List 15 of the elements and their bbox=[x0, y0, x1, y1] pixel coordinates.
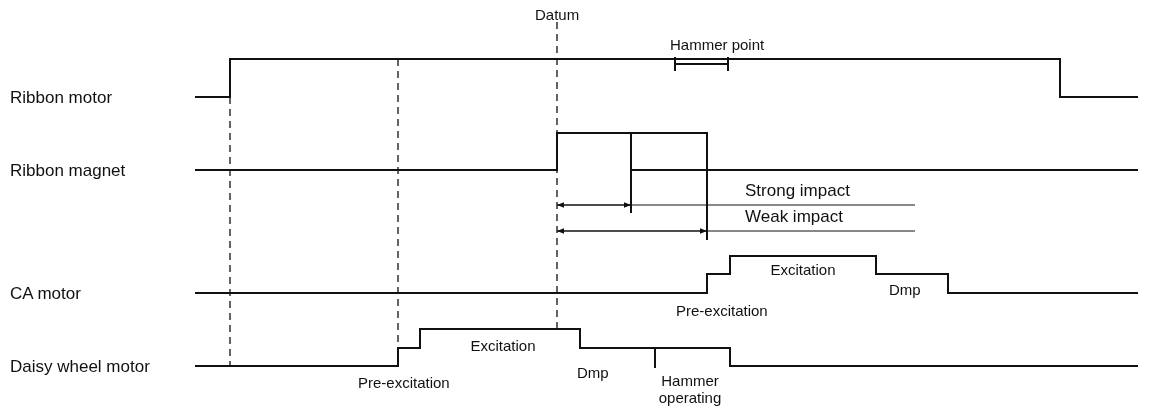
time-label: Datum bbox=[535, 6, 580, 23]
phase-label: Dmp bbox=[577, 364, 609, 381]
phase-label: Pre-excitation bbox=[358, 374, 450, 391]
phase-label: Excitation bbox=[770, 261, 836, 278]
annotation: Strong impact bbox=[745, 181, 850, 200]
annotation: Hammer point bbox=[670, 36, 765, 53]
phase-label: Pre-excitation bbox=[676, 302, 768, 319]
phase-label: Hammer operating bbox=[657, 372, 723, 406]
signal-label: Ribbon motor bbox=[10, 88, 113, 107]
phase-label: Dmp bbox=[889, 281, 921, 298]
annotation: Weak impact bbox=[745, 207, 843, 226]
signal-label: CA motor bbox=[10, 284, 81, 303]
signal-label: Daisy wheel motor bbox=[10, 357, 150, 376]
signal-label: Ribbon magnet bbox=[10, 161, 126, 180]
phase-label: Excitation bbox=[470, 337, 536, 354]
